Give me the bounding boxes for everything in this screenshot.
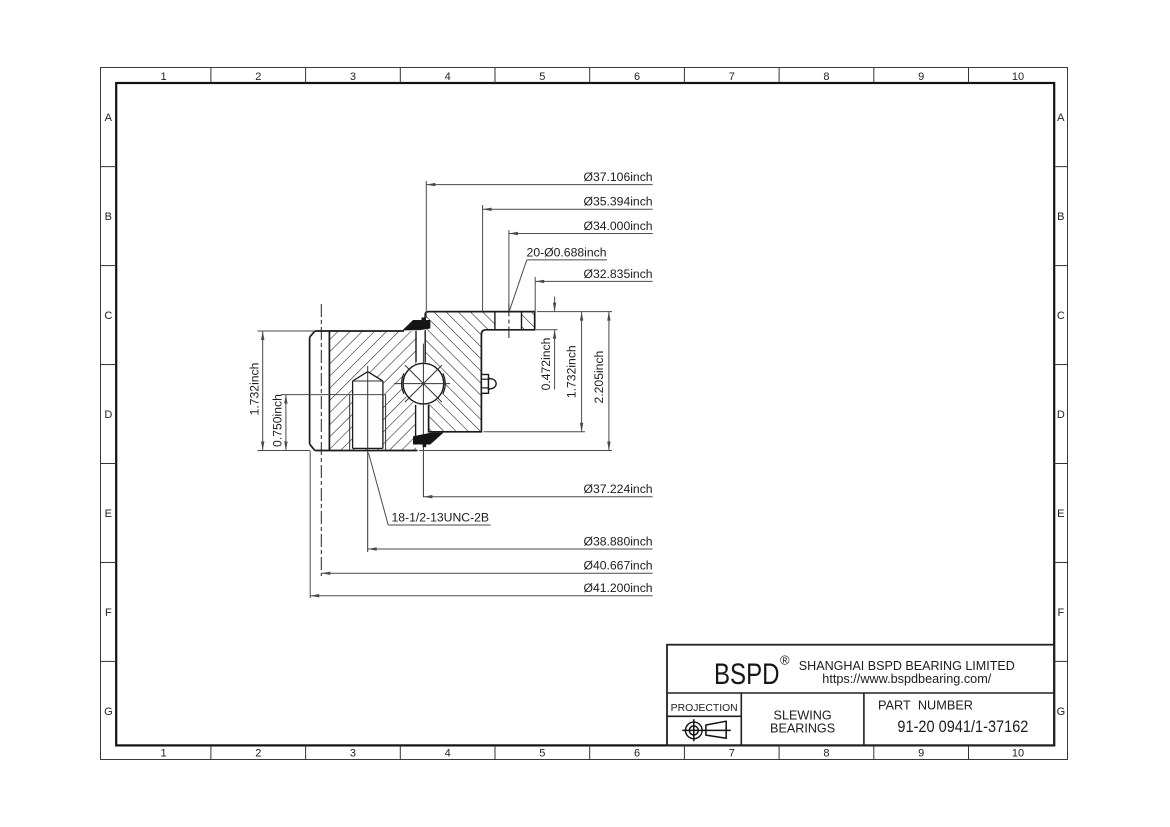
svg-text:E: E (1057, 508, 1064, 520)
svg-text:Ø41.200inch: Ø41.200inch (583, 581, 652, 595)
svg-text:9: 9 (918, 71, 924, 83)
svg-text:SHANGHAI BSPD BEARING LIMITED: SHANGHAI BSPD BEARING LIMITED (799, 659, 1015, 673)
svg-text:F: F (105, 607, 112, 619)
svg-text:PROJECTION: PROJECTION (671, 703, 738, 714)
svg-text:0.472inch: 0.472inch (539, 338, 553, 391)
svg-text:https://www.bspdbearing.com/: https://www.bspdbearing.com/ (822, 672, 992, 686)
svg-text:8: 8 (823, 71, 829, 83)
svg-text:BSPD: BSPD (714, 658, 780, 691)
svg-text:B: B (1057, 211, 1064, 223)
svg-text:F: F (1057, 607, 1064, 619)
svg-text:Ø40.667inch: Ø40.667inch (583, 559, 652, 573)
svg-text:C: C (1057, 310, 1065, 322)
svg-text:PART NUMBER: PART NUMBER (878, 697, 973, 712)
svg-text:G: G (1057, 706, 1066, 718)
svg-text:2: 2 (255, 748, 261, 760)
svg-text:91-20 0941/1-37162: 91-20 0941/1-37162 (897, 717, 1028, 736)
svg-text:B: B (105, 211, 112, 223)
svg-text:G: G (104, 706, 113, 718)
svg-text:2: 2 (255, 71, 261, 83)
svg-text:5: 5 (539, 748, 545, 760)
svg-text:®: ® (780, 653, 790, 668)
svg-text:A: A (1057, 112, 1065, 124)
svg-text:4: 4 (445, 748, 451, 760)
svg-text:Ø32.835inch: Ø32.835inch (583, 267, 652, 281)
svg-text:Ø35.394inch: Ø35.394inch (583, 195, 652, 209)
svg-text:10: 10 (1012, 71, 1024, 83)
svg-text:10: 10 (1012, 748, 1024, 760)
svg-text:Ø37.106inch: Ø37.106inch (583, 170, 652, 184)
svg-text:1.732inch: 1.732inch (247, 363, 261, 416)
svg-text:6: 6 (634, 748, 640, 760)
svg-text:0.750inch: 0.750inch (271, 394, 285, 447)
svg-text:8: 8 (823, 748, 829, 760)
svg-text:1: 1 (160, 71, 166, 83)
svg-text:7: 7 (729, 71, 735, 83)
svg-text:6: 6 (634, 71, 640, 83)
svg-text:SLEWING: SLEWING (774, 708, 832, 722)
svg-text:18-1/2-13UNC-2B: 18-1/2-13UNC-2B (392, 510, 490, 524)
svg-text:Ø34.000inch: Ø34.000inch (583, 219, 652, 233)
svg-text:C: C (104, 310, 112, 322)
svg-text:BEARINGS: BEARINGS (770, 722, 835, 736)
svg-text:20-Ø0.688inch: 20-Ø0.688inch (527, 245, 607, 259)
svg-text:7: 7 (729, 748, 735, 760)
svg-text:9: 9 (918, 748, 924, 760)
svg-text:5: 5 (539, 71, 545, 83)
svg-text:1: 1 (160, 748, 166, 760)
svg-text:4: 4 (445, 71, 451, 83)
svg-text:3: 3 (350, 748, 356, 760)
svg-text:2.205inch: 2.205inch (592, 351, 606, 404)
svg-text:1.732inch: 1.732inch (565, 345, 579, 398)
svg-text:E: E (105, 508, 112, 520)
svg-text:Ø37.224inch: Ø37.224inch (583, 482, 652, 496)
svg-text:A: A (105, 112, 113, 124)
svg-text:D: D (1057, 409, 1065, 421)
svg-text:Ø38.880inch: Ø38.880inch (583, 534, 652, 548)
svg-text:3: 3 (350, 71, 356, 83)
svg-text:D: D (104, 409, 112, 421)
